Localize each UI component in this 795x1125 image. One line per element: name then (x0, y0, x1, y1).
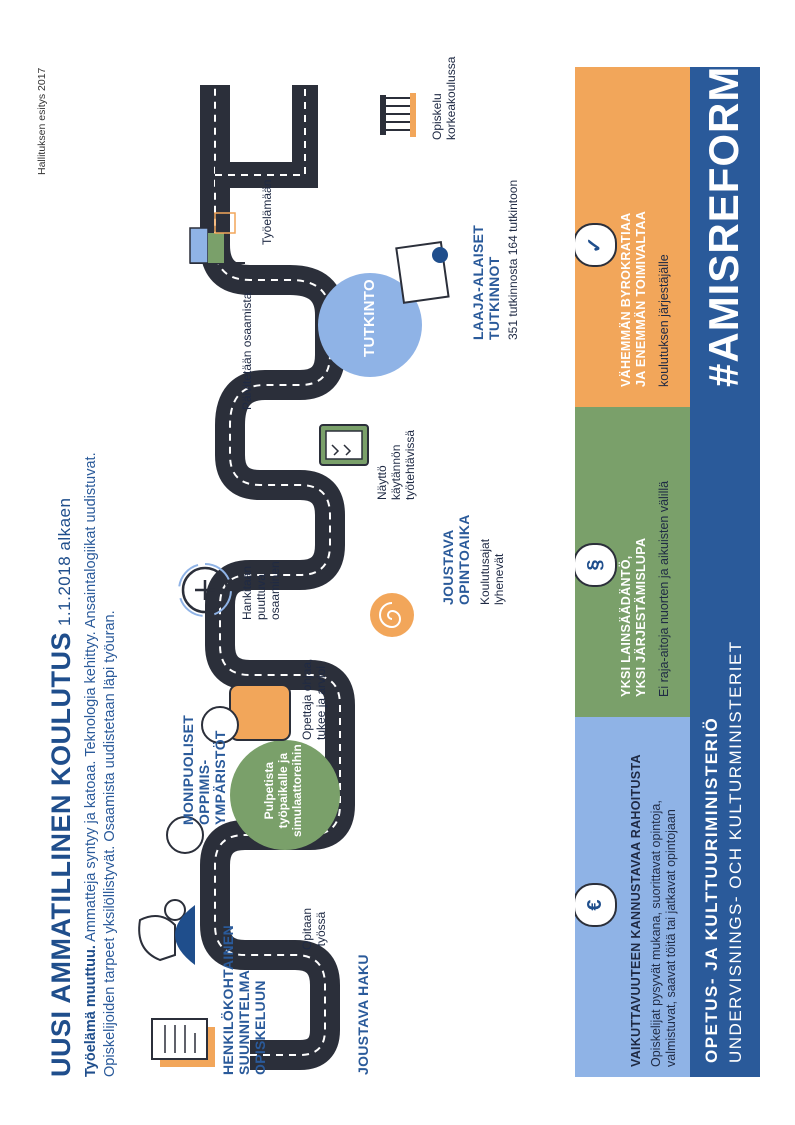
band-lainsaadanto-text: Ei raja-aitoja nuorten ja aikuisten väli… (657, 480, 671, 697)
signpost-icon (189, 212, 245, 264)
label-tutkinto: TUTKINTO (361, 279, 378, 357)
column-icon (380, 93, 416, 137)
hashtag: #AMISREFORMI (700, 67, 747, 387)
blue-circle (318, 273, 422, 377)
band-byrokratia-text: koulutuksen järjestäjälle (657, 254, 671, 387)
road (200, 85, 355, 1070)
label-opettaja: Opettaja ohjaa,tukee ja arvioi (300, 658, 328, 740)
green-circle (230, 740, 340, 850)
band-rahoitus-title: VAIKUTTAVUUTEEN KANNUSTAVAA RAHOITUSTA (629, 754, 643, 1067)
ministry-sv: UNDERVISNINGS- OCH KULTURMINISTERIET (726, 640, 745, 1063)
certificate-icon (395, 240, 450, 304)
clipboard-icon (319, 424, 369, 466)
euro-icon: € (575, 883, 617, 927)
check-icon: ✓ (575, 223, 617, 267)
orange-spiral (370, 593, 414, 637)
label-tyoelamaan: Työelämään (260, 179, 274, 245)
band-lainsaadanto-title: YKSI LAINSÄÄDÄNTÖ,YKSI JÄRJESTÄMISLUPA (619, 537, 648, 697)
document-icon (151, 1018, 215, 1067)
band-rahoitus: € VAIKUTTAVUUTEEN KANNUSTAVAA RAHOITUSTA… (575, 717, 690, 1077)
teacher-figure (201, 684, 291, 744)
label-paivitetaan: Päivitetään osaamista (240, 292, 254, 410)
plus-icon (178, 563, 232, 617)
label-joustava-haku: JOUSTAVA HAKU (355, 954, 371, 1075)
ministry-fi: OPETUS- JA KULTTUURIMINISTERIÖ (702, 716, 721, 1063)
chef-figure (138, 816, 204, 965)
band-rahoitus-text: Opiskelijat pysyvät mukana, suorittavat … (649, 800, 678, 1067)
paragraph-icon: § (575, 543, 617, 587)
band-lainsaadanto: § YKSI LAINSÄÄDÄNTÖ,YKSI JÄRJESTÄMISLUPA… (575, 407, 690, 717)
footer-bar: OPETUS- JA KULTTUURIMINISTERIÖ UNDERVISN… (690, 67, 760, 1077)
label-tutkinnot-count: 351 tutkinnosta 164 tutkintoon (506, 179, 520, 340)
